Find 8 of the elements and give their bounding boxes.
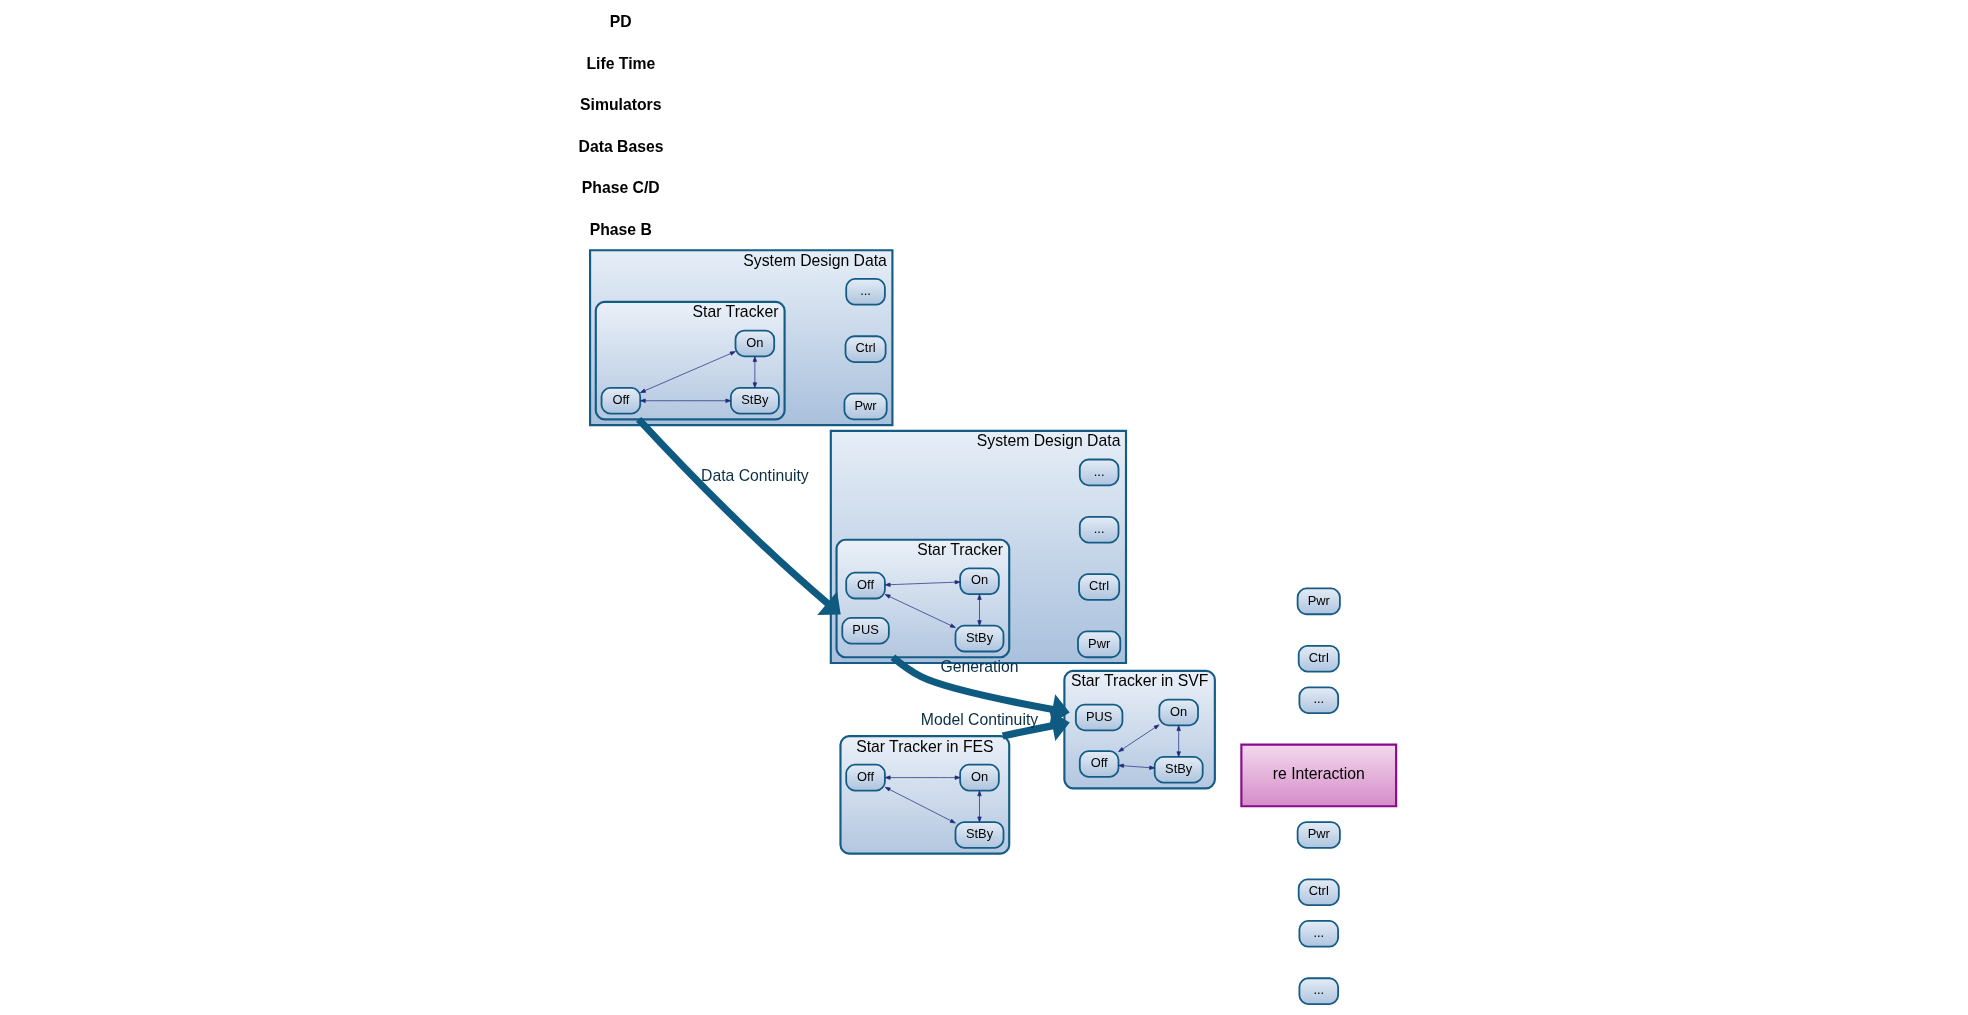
label: PD bbox=[609, 13, 632, 31]
label: Life Time bbox=[585, 54, 655, 72]
label: Data Bases bbox=[578, 137, 664, 155]
edge-label: Data Continuity bbox=[700, 467, 809, 485]
label: Phase C/D bbox=[581, 179, 660, 197]
edge-label: Model Continuity bbox=[920, 711, 1038, 729]
label: Simulators bbox=[579, 96, 661, 114]
label: Phase B bbox=[589, 220, 652, 238]
